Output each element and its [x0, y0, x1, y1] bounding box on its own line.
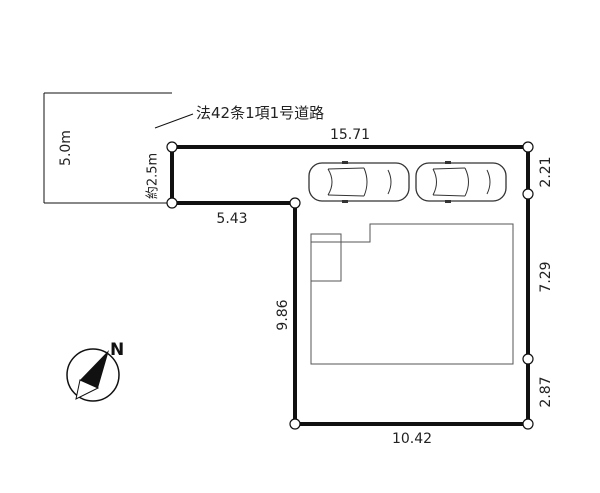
road-width-label: 5.0m [58, 130, 74, 166]
road-note: 法42条1項1号道路 [154, 104, 324, 129]
building-entry [310, 233, 342, 282]
dim-right-top: 2.21 [538, 156, 554, 187]
corner-markers [166, 141, 534, 430]
corner-marker [522, 353, 534, 365]
car-icon [415, 161, 507, 203]
corner-marker [522, 141, 534, 153]
corner-marker [289, 197, 301, 209]
dim-right-bottom: 2.87 [538, 376, 554, 407]
corner-marker [522, 418, 534, 430]
dim-top: 15.71 [330, 127, 370, 143]
dim-bottom: 10.42 [392, 431, 432, 447]
dim-step: 5.43 [216, 211, 247, 227]
road-note-leader [154, 113, 194, 129]
compass-label: N [110, 340, 124, 360]
frontage-label: 約2.5m [146, 153, 161, 199]
road-area: 5.0m [43, 92, 172, 204]
north-arrow-icon: N [66, 340, 124, 402]
car-icon [308, 161, 410, 203]
corner-marker [522, 188, 534, 200]
corner-marker [166, 197, 178, 209]
road-note-text: 法42条1項1号道路 [196, 104, 324, 122]
dim-right-middle: 7.29 [538, 261, 554, 292]
corner-marker [289, 418, 301, 430]
dim-left: 9.86 [275, 299, 291, 330]
corner-marker [166, 141, 178, 153]
